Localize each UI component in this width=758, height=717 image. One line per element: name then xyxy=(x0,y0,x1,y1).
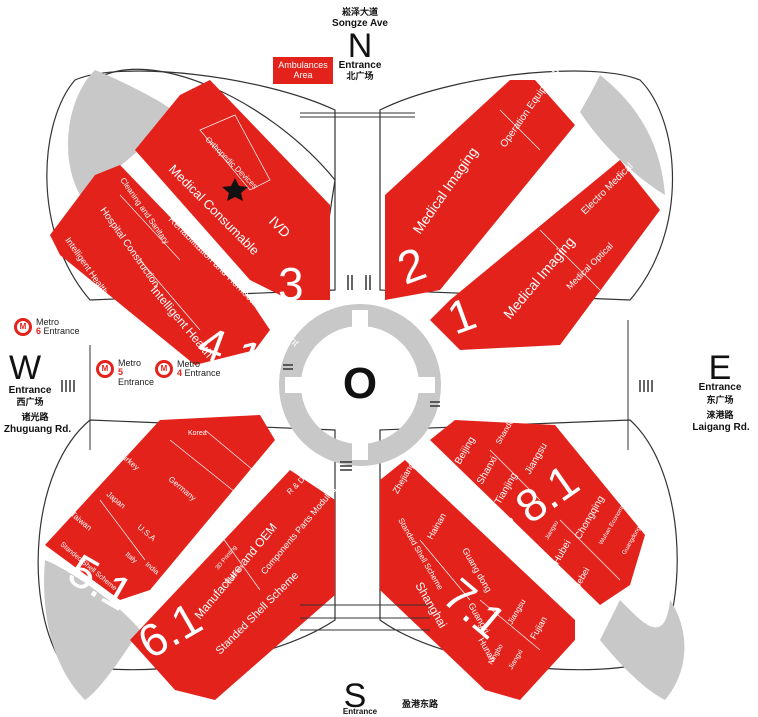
south-letter: S xyxy=(343,677,367,715)
north-road-cn: 崧泽大道 xyxy=(341,7,378,17)
zone-korea: Korea xyxy=(188,430,207,437)
zone-borders xyxy=(99,109,621,651)
corridor-marks xyxy=(61,275,653,471)
metro-icon-4 xyxy=(155,360,173,378)
ambulance-area: Ambulances Area xyxy=(273,57,333,84)
west-road-en: Zhuguang Rd. xyxy=(3,424,72,435)
center-label: O xyxy=(342,359,378,408)
hall-8-1 xyxy=(430,420,645,605)
metro-icon-5 xyxy=(96,360,114,378)
grey-cap-ne xyxy=(580,75,665,195)
west-plaza: 西广场 xyxy=(16,397,44,407)
north-plaza: 北广场 xyxy=(346,71,374,81)
metro-4-entrance: Metro 4 Entrance xyxy=(177,359,221,379)
west-letter: W xyxy=(8,349,42,387)
east-letter: E xyxy=(708,349,732,387)
west-entrance: Entrance xyxy=(8,385,52,396)
metro-icon-6 xyxy=(14,318,32,336)
hall-5-1 xyxy=(45,415,275,600)
north-letter: N xyxy=(347,27,373,65)
metro-6-suffix: Entrance xyxy=(43,326,80,337)
east-road-cn: 涞港路 xyxy=(706,410,734,420)
grey-cap-se xyxy=(600,600,685,700)
metro-4-suffix: Entrance xyxy=(184,368,221,379)
hall-7-1 xyxy=(380,460,575,700)
petal-outline-ne xyxy=(379,70,673,301)
metro-5-num: 5 xyxy=(118,367,124,378)
ambulance-line2: Area xyxy=(293,69,313,80)
south-entrance: Entrance xyxy=(342,707,378,716)
metro-5-suffix: Entrance xyxy=(118,376,155,387)
metro-5-entrance: Metro 5 Entrance xyxy=(118,358,155,387)
metro-4-label: Metro xyxy=(177,359,201,369)
north-road-en: Songze Ave xyxy=(332,18,388,29)
grey-cap-sw xyxy=(44,560,140,700)
grey-cap-nw xyxy=(68,70,175,195)
east-entrance: Entrance xyxy=(698,382,742,393)
hall-6-1 xyxy=(130,470,335,700)
star-marker xyxy=(222,178,248,201)
metro-4-num: 4 xyxy=(177,368,183,379)
metro-6-label: Metro xyxy=(36,317,60,327)
metro-6-entrance: Metro 6 Entrance xyxy=(36,317,80,337)
east-road-en: Laigang Rd. xyxy=(692,422,750,433)
hall-1 xyxy=(430,160,660,350)
north-entrance: Entrance xyxy=(338,60,382,71)
west-road-cn: 诸光路 xyxy=(21,412,49,422)
boundary-lines xyxy=(89,112,629,631)
metro-6-num: 6 xyxy=(36,326,42,337)
hall-number-3: 3 xyxy=(278,258,304,310)
central-rotunda xyxy=(279,304,441,466)
ambulance-line1: Ambulances xyxy=(278,60,328,71)
east-plaza: 东广场 xyxy=(706,395,734,405)
hall-2 xyxy=(385,80,575,300)
hall-4-1 xyxy=(50,165,270,365)
metro-5-label: Metro xyxy=(118,358,142,368)
south-road-cn: 盈港东路 xyxy=(401,699,438,709)
